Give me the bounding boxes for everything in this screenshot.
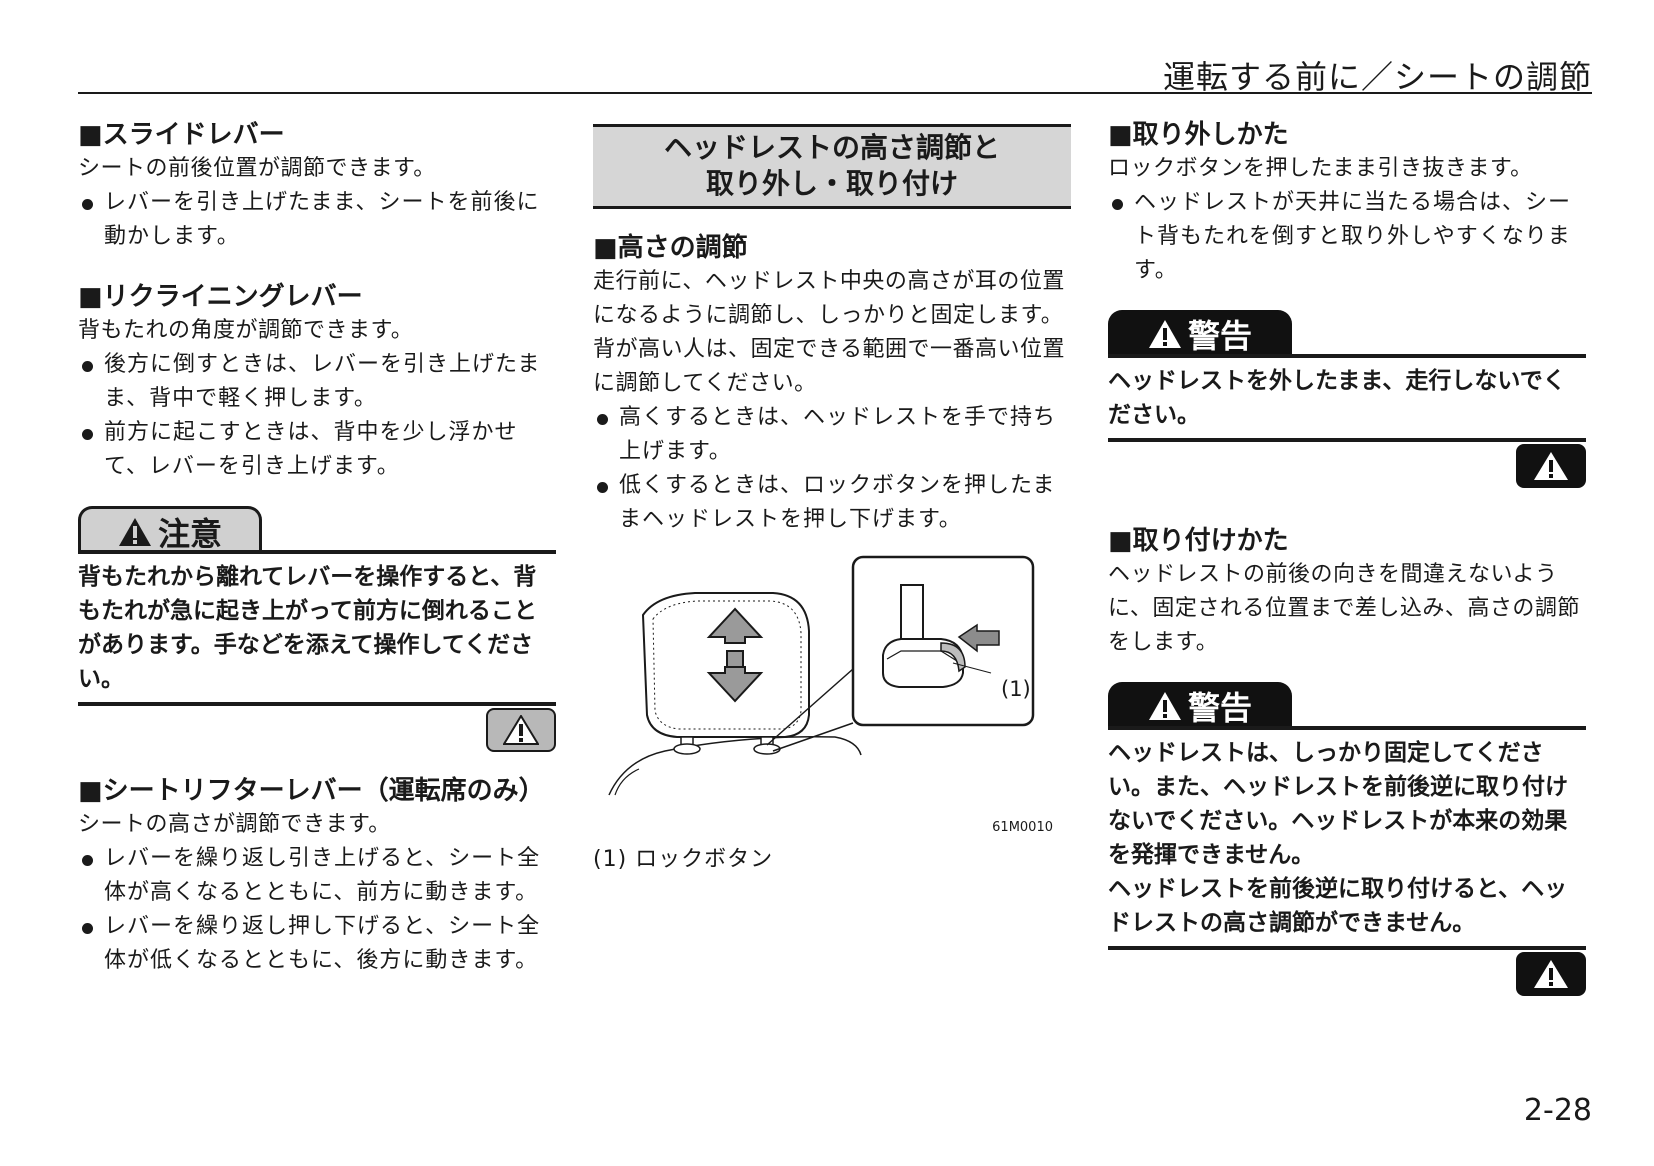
warning-triangle-icon [118, 517, 151, 546]
warning-rule-1 [1108, 354, 1586, 358]
lock-button-shape [940, 642, 966, 673]
warning-triangle-icon [1148, 320, 1181, 348]
recline-lever-heading: ■リクライニングレバー [78, 282, 363, 312]
height-adjust-bullet-2: 低くするときは、ロックボタンを押したままヘッドレストを押し下げます。 [593, 469, 1071, 537]
seat-lifter-lead: シートの高さが調節できます。 [78, 812, 391, 837]
caution-footer [78, 702, 556, 752]
warning-label-box-1: 警告 [1108, 310, 1292, 358]
figure-code: 61M0010 [992, 820, 1053, 835]
slide-lever-lead: シートの前後位置が調節できます。 [78, 156, 436, 181]
headrest-figure: (1) 61M0010 [595, 555, 1055, 835]
install-lead: ヘッドレストの前後の向きを間違えないように、固定される位置まで差し込み、高さの調… [1108, 562, 1580, 655]
caution-footer-badge [486, 708, 556, 752]
warning-triangle-icon [1148, 692, 1181, 720]
recline-lever-lead: 背もたれの角度が調節できます。 [78, 318, 414, 343]
warning-label-1: 警告 [1187, 317, 1252, 355]
removal-heading: ■取り外しかた [1108, 120, 1289, 150]
warning-rule-2 [1108, 726, 1586, 730]
figure-callout-label: (1) [1001, 677, 1031, 701]
warning-triangle-icon [1534, 960, 1568, 988]
recline-lever-bullet-1: 後方に倒すときは、レバーを引き上げたまま、背中で軽く押します。 [78, 348, 556, 416]
warning-label-2: 警告 [1187, 689, 1252, 727]
left-column: ■スライドレバー シートの前後位置が調節できます。 レバーを引き上げたまま、シー… [78, 118, 556, 978]
height-adjust-bullet-1: 高くするときは、ヘッドレストを手で持ち上げます。 [593, 401, 1071, 469]
section-title-box: ヘッドレストの高さ調節と 取り外し・取り付け [593, 124, 1071, 209]
caution-body: 背もたれから離れてレバーを操作すると、背もたれが急に起き上がって前方に倒れること… [78, 564, 537, 692]
page-header-title: 運転する前に／シートの調節 [1162, 58, 1592, 96]
warning-footer-badge-2 [1516, 952, 1586, 996]
warning-body-1: ヘッドレストを外したまま、走行しないでください。 [1108, 368, 1566, 428]
caution-tab: 注意 [78, 506, 556, 554]
seat-lifter-heading: ■シートリフターレバー（運転席のみ） [78, 776, 545, 806]
warning-footer-2 [1108, 946, 1586, 996]
caution-label-box: 注意 [78, 506, 262, 554]
warning-body-2-para-2: ヘッドレストを前後逆に取り付けると、ヘッドレストの高さ調節ができません。 [1108, 876, 1568, 936]
headrest-illustration [608, 555, 1035, 796]
height-adjust-heading: ■高さの調節 [593, 233, 748, 263]
seat-lifter-bullet-2: レバーを繰り返し押し下げると、シート全体が低くなるとともに、後方に動きます。 [78, 910, 556, 978]
warning-body-2-para-1: ヘッドレストは、しっかり固定してください。また、ヘッドレストを前後逆に取り付けな… [1108, 740, 1568, 868]
install-heading: ■取り付けかた [1108, 526, 1289, 556]
warning-body-2: ヘッドレストは、しっかり固定してください。また、ヘッドレストを前後逆に取り付けな… [1108, 730, 1586, 946]
warning-tab-2: 警告 [1108, 682, 1586, 730]
press-arrow-icon [957, 623, 1000, 653]
slide-lever-bullet: レバーを引き上げたまま、シートを前後に動かします。 [78, 186, 556, 254]
right-column: ■取り外しかた ロックボタンを押したまま引き抜きます。 ヘッドレストが天井に当た… [1108, 118, 1586, 996]
figure-caption: (1) ロックボタン [593, 847, 774, 872]
warning-block-2: 警告 ヘッドレストは、しっかり固定してください。また、ヘッドレストを前後逆に取り… [1108, 682, 1586, 996]
removal-bullet: ヘッドレストが天井に当たる場合は、シート背もたれを倒すと取り外しやすくなります。 [1108, 186, 1586, 288]
recline-lever-bullet-2: 前方に起こすときは、背中を少し浮かせて、レバーを引き上げます。 [78, 416, 556, 484]
height-adjust-lead: 走行前に、ヘッドレスト中央の高さが耳の位置になるように調節し、しっかりと固定しま… [593, 269, 1066, 396]
up-down-arrow-icon [706, 607, 764, 703]
warning-footer-badge-1 [1516, 444, 1586, 488]
caution-block: 注意 背もたれから離れてレバーを操作すると、背もたれが急に起き上がって前方に倒れ… [78, 506, 556, 752]
section-title-line-2: 取り外し・取り付け [705, 167, 958, 200]
middle-column: ヘッドレストの高さ調節と 取り外し・取り付け ■高さの調節 走行前に、ヘッドレス… [593, 124, 1071, 877]
page-number: 2-28 [1523, 1093, 1592, 1128]
caution-rule [78, 550, 556, 554]
warning-triangle-icon [1534, 452, 1568, 480]
slide-lever-heading: ■スライドレバー [78, 120, 285, 150]
seat-lifter-bullet-1: レバーを繰り返し引き上げると、シート全体が高くなるとともに、前方に動きます。 [78, 842, 556, 910]
warning-tab-1: 警告 [1108, 310, 1586, 358]
header-rule [78, 92, 1592, 94]
warning-block-1: 警告 ヘッドレストを外したまま、走行しないでください。 [1108, 310, 1586, 488]
warning-footer-1 [1108, 438, 1586, 488]
warning-label-box-2: 警告 [1108, 682, 1292, 730]
section-title-line-1: ヘッドレストの高さ調節と [663, 131, 1000, 164]
warning-triangle-icon [503, 715, 539, 745]
caution-label: 注意 [157, 514, 222, 553]
removal-lead: ロックボタンを押したまま引き抜きます。 [1108, 156, 1533, 181]
